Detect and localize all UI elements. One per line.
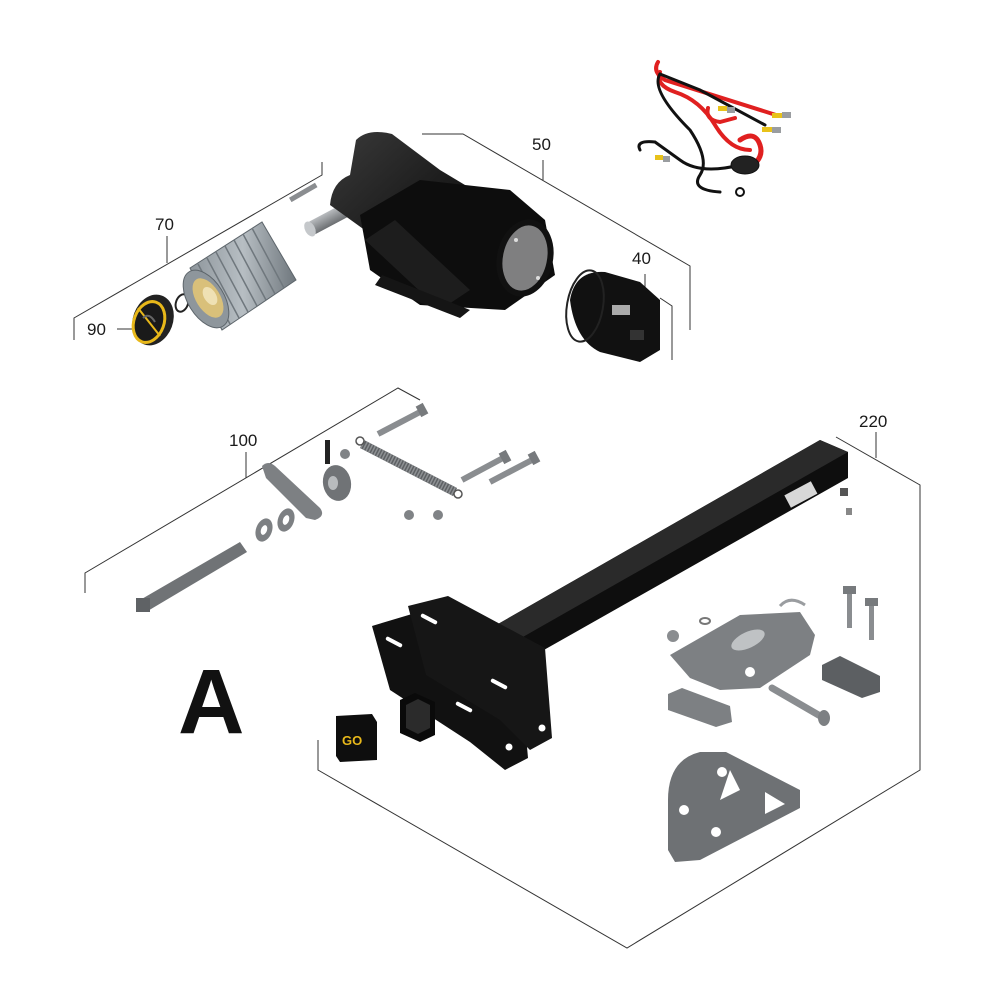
linkage-shaft[interactable] <box>136 542 247 612</box>
part-70-splined-drum[interactable] <box>174 221 297 336</box>
wiring-harness[interactable] <box>637 60 791 197</box>
leader-lines <box>73 133 921 949</box>
part-40-end-cover[interactable] <box>561 267 660 362</box>
part-220-receiver-arm[interactable] <box>372 440 852 770</box>
bolt-1[interactable] <box>376 402 429 437</box>
callout-40: 40 <box>632 249 651 268</box>
latch-block[interactable] <box>668 688 732 727</box>
bracket-bolt-2[interactable] <box>865 598 878 640</box>
hitch-pin[interactable] <box>768 684 830 726</box>
part-50-gear-motor[interactable] <box>302 132 557 318</box>
nut-3[interactable] <box>433 510 443 520</box>
bolt-2[interactable] <box>460 449 512 483</box>
callout-90: 90 <box>87 320 106 339</box>
leader-70 <box>73 162 323 340</box>
leader-100 <box>84 387 421 593</box>
leader-220-outline <box>317 436 921 949</box>
leader-40-b <box>659 297 673 360</box>
flat-washer[interactable] <box>699 617 711 625</box>
part-90-end-cap[interactable] <box>125 289 180 352</box>
callout-100: 100 <box>229 431 258 450</box>
part-100-linkage-kit[interactable] <box>136 402 541 612</box>
linkage-cam[interactable] <box>320 463 354 503</box>
go-logo-text: GO <box>342 733 362 748</box>
callout-70: 70 <box>155 215 174 234</box>
nut-1[interactable] <box>340 449 350 459</box>
electrical-connector[interactable] <box>822 656 880 698</box>
callout-220: 220 <box>859 412 888 431</box>
nut-2[interactable] <box>404 510 414 520</box>
go-logo-badge[interactable]: GO <box>336 714 377 762</box>
mounting-bracket[interactable] <box>668 752 800 862</box>
section-label: A <box>178 651 245 753</box>
callout-50: 50 <box>532 135 551 154</box>
bracket-bolt-1[interactable] <box>843 586 856 628</box>
leader-50 <box>422 133 691 330</box>
hex-nut[interactable] <box>667 630 679 642</box>
hitch-plate[interactable] <box>670 598 815 690</box>
shaft-key[interactable] <box>289 182 318 203</box>
tension-spring[interactable] <box>355 436 463 499</box>
bolt-3[interactable] <box>488 450 541 485</box>
linkage-lever[interactable] <box>262 463 323 520</box>
roll-pin[interactable] <box>325 440 330 464</box>
